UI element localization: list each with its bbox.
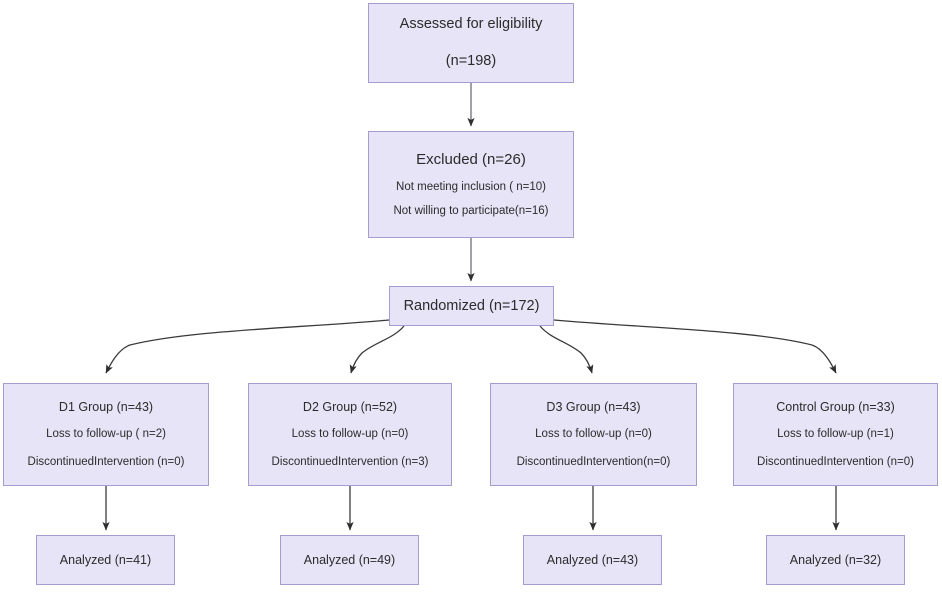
node-analyzed-control: Analyzed (n=32) [766,535,905,585]
node-group-control: Control Group (n=33) Loss to follow-up (… [733,383,938,486]
node-excluded: Excluded (n=26) Not meeting inclusion ( … [368,131,574,238]
group-control-discontinued-intervention: DiscontinuedIntervention (n=0) [757,455,914,468]
group-d2-title: D2 Group (n=52) [302,400,398,415]
analyzed-d2-label: Analyzed (n=49) [303,552,396,567]
group-d3-loss-to-followup: Loss to follow-up (n=0) [535,428,652,441]
excluded-reason-not-willing: Not willing to participate(n=16) [393,204,549,217]
edge-randomized-to-d1 [105,319,390,374]
group-d2-discontinued-intervention: DiscontinuedIntervention (n=3) [271,455,429,468]
edge-randomized-to-d2 [349,325,405,374]
excluded-title: Excluded (n=26) [416,151,526,169]
node-assessed-for-eligibility: Assessed for eligibility (n=198) [368,3,574,83]
group-d2-loss-to-followup: Loss to follow-up (n=0) [291,428,409,441]
group-control-title: Control Group (n=33) [776,400,895,415]
node-analyzed-d3: Analyzed (n=43) [523,535,662,585]
node-randomized: Randomized (n=172) [389,286,554,326]
group-d3-title: D3 Group (n=43) [546,400,641,415]
group-control-loss-to-followup: Loss to follow-up (n=1) [777,428,894,441]
node-group-d2: D2 Group (n=52) Loss to follow-up (n=0) … [248,383,452,486]
group-d1-loss-to-followup: Loss to follow-up ( n=2) [46,428,166,441]
randomized-title: Randomized (n=172) [403,297,540,314]
assessed-count: (n=198) [445,53,497,69]
node-group-d1: D1 Group (n=43) Loss to follow-up ( n=2)… [3,383,209,486]
analyzed-d3-label: Analyzed (n=43) [546,552,639,567]
edge-randomized-to-control [553,319,837,374]
analyzed-control-label: Analyzed (n=32) [789,552,882,567]
node-group-d3: D3 Group (n=43) Loss to follow-up (n=0) … [490,383,697,486]
excluded-reason-not-meeting-inclusion: Not meeting inclusion ( n=10) [396,181,546,194]
group-d3-discontinued-intervention: DiscontinuedIntervention(n=0) [516,455,671,468]
node-analyzed-d1: Analyzed (n=41) [36,535,175,585]
analyzed-d1-label: Analyzed (n=41) [59,552,152,567]
node-analyzed-d2: Analyzed (n=49) [280,535,419,585]
edge-randomized-to-d3 [539,325,594,374]
group-d1-title: D1 Group (n=43) [58,400,154,415]
group-d1-discontinued-intervention: DiscontinuedIntervention (n=0) [27,455,185,468]
assessed-title: Assessed for eligibility [399,16,543,33]
